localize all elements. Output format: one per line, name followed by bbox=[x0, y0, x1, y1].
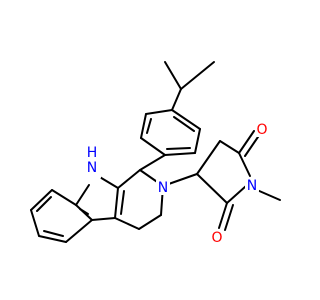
lower-oxygen-label: O bbox=[211, 230, 222, 246]
bond-aryl-inner-1 bbox=[173, 116, 195, 132]
bond-benzo-1 bbox=[51, 189, 77, 206]
bond-succinimide-carbonyl-upper-double bbox=[244, 133, 261, 157]
bond-isopropyl-methyl-left bbox=[164, 61, 182, 90]
bond-benzo-4 bbox=[38, 235, 67, 243]
bond-c9a-to-nh bbox=[97, 175, 119, 189]
bond-nh-to-c8a bbox=[75, 184, 90, 206]
indole-hydrogen-label: H bbox=[87, 145, 98, 161]
ring-n-label: N bbox=[158, 180, 168, 196]
bond-isopropyl-methyl-right bbox=[180, 61, 215, 90]
bond-aryl-to-c1 bbox=[139, 154, 166, 171]
bond-c4a-to-c4b bbox=[91, 217, 116, 221]
bond-benzo-5 bbox=[65, 219, 93, 243]
bond-aryl-2 bbox=[194, 128, 201, 154]
bond-aryl-3 bbox=[164, 152, 196, 156]
bond-benzo-inner-1 bbox=[36, 196, 52, 212]
bond-aryl-1 bbox=[171, 109, 201, 130]
bond-succinimide-carbonyl-upper bbox=[238, 130, 255, 154]
bond-isopropyl-to-aryl bbox=[171, 88, 182, 111]
bond-layer bbox=[30, 61, 281, 243]
bond-succinimide-carbonyl-lower bbox=[218, 202, 228, 229]
bond-c9a-c4a-inner bbox=[120, 190, 125, 215]
bond-ch2-to-c4a bbox=[114, 217, 140, 230]
ring-n-label-bg bbox=[156, 179, 170, 195]
imide-n-label-bg bbox=[245, 177, 259, 193]
bond-succinimide-ch2-carbonyl bbox=[219, 140, 240, 154]
upper-oxygen-label: O bbox=[256, 122, 267, 138]
bond-aryl-5 bbox=[140, 113, 147, 139]
bond-aryl-inner-3 bbox=[146, 118, 152, 134]
bond-aryl-inner-2 bbox=[166, 147, 191, 150]
bond-benzo-2 bbox=[30, 189, 53, 211]
bond-benzo-3 bbox=[30, 209, 40, 237]
bond-benzo-inner-3 bbox=[79, 208, 89, 215]
bond-succinimide-n-to-lower bbox=[226, 185, 247, 204]
imide-n-label: N bbox=[247, 178, 257, 194]
indole-nitrogen-label: N bbox=[87, 160, 97, 176]
bond-aryl-4 bbox=[140, 137, 166, 156]
bond-benzo-inner-2 bbox=[43, 230, 64, 237]
bond-succinimide-carbonyl-lower-double bbox=[224, 204, 234, 231]
bond-succinimide-lower-to-ch bbox=[196, 173, 228, 204]
bond-succinimide-upper-to-n bbox=[238, 152, 251, 177]
indole-nh-label-bg bbox=[83, 145, 101, 179]
upper-oxygen-label-bg bbox=[255, 121, 269, 137]
bond-c1-to-c9a bbox=[117, 169, 141, 189]
bond-c9a-c4a bbox=[114, 187, 119, 219]
bond-aryl-6 bbox=[145, 109, 173, 115]
bond-ch2-to-ch2 bbox=[138, 214, 162, 230]
bond-succinimide-ch-ch2 bbox=[196, 140, 221, 175]
bond-imide-n-methyl bbox=[256, 189, 281, 201]
lower-oxygen-label-bg bbox=[210, 229, 224, 245]
